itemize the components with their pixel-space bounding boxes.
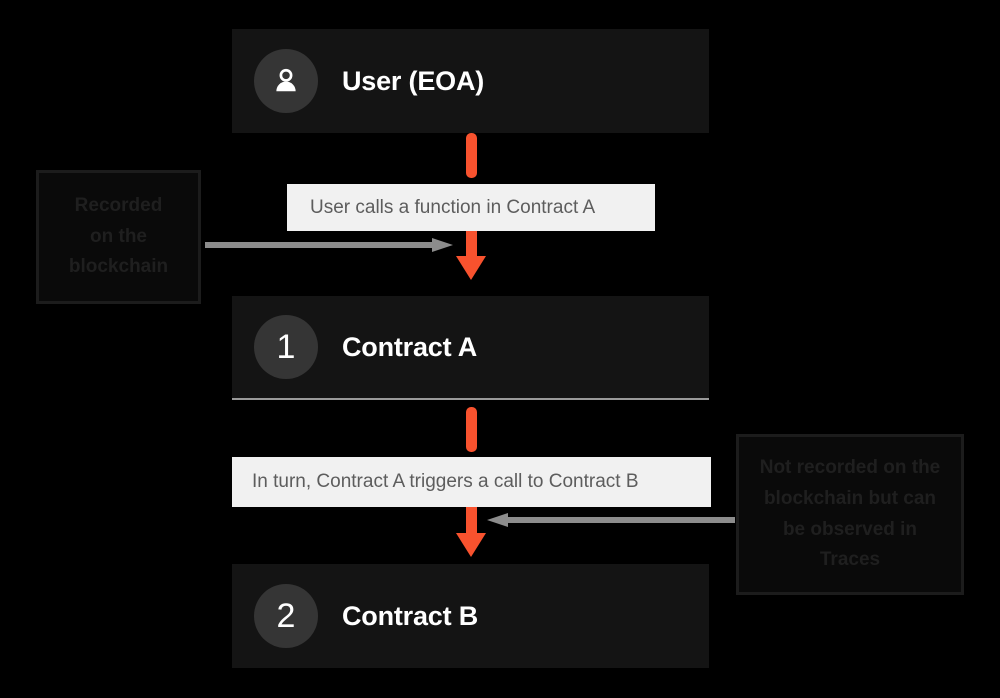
annotation-not-recorded-traces: Not recorded on the blockchain but can b… — [736, 434, 964, 595]
node-title: Contract A — [342, 331, 478, 362]
person-icon — [254, 49, 318, 113]
pointer-shaft — [205, 242, 433, 248]
annotation-line: on the — [90, 225, 147, 247]
annotation-line: Recorded — [74, 194, 163, 216]
pointer-head — [432, 238, 453, 252]
arrow-head-down-icon — [456, 533, 486, 557]
step-number-badge: 2 — [254, 584, 318, 648]
annotation-line: blockchain but can — [763, 487, 937, 509]
node-user-eoa[interactable]: User (EOA) — [232, 29, 709, 133]
annotation-line: Traces — [819, 549, 881, 571]
pointer-arrow-left-icon — [487, 513, 735, 527]
annotation-recorded-on-blockchain: Recorded on the blockchain — [36, 170, 201, 304]
caption-text: User calls a function in Contract A — [310, 196, 596, 218]
node-title: Contract B — [342, 600, 479, 631]
pointer-shaft — [507, 517, 735, 523]
annotation-line: Not recorded on the — [759, 456, 941, 478]
arrow-shaft-upper — [466, 133, 477, 178]
caption-text: In turn, Contract A triggers a call to C… — [252, 471, 639, 492]
node-title: User (EOA) — [342, 65, 485, 96]
annotation-line: blockchain — [68, 256, 169, 278]
node-contract-a[interactable]: 1 Contract A — [232, 296, 709, 400]
node-contract-b[interactable]: 2 Contract B — [232, 564, 709, 668]
pointer-arrow-right-icon — [205, 238, 453, 252]
arrow-head-down-icon — [456, 256, 486, 280]
annotation-line: be observed in — [782, 518, 918, 540]
caption-user-calls-function: User calls a function in Contract A — [287, 184, 655, 231]
caption-contract-a-triggers-contract-b: In turn, Contract A triggers a call to C… — [232, 457, 711, 507]
arrow-shaft-upper — [466, 407, 477, 452]
pointer-head — [487, 513, 508, 527]
step-number-badge: 1 — [254, 315, 318, 379]
